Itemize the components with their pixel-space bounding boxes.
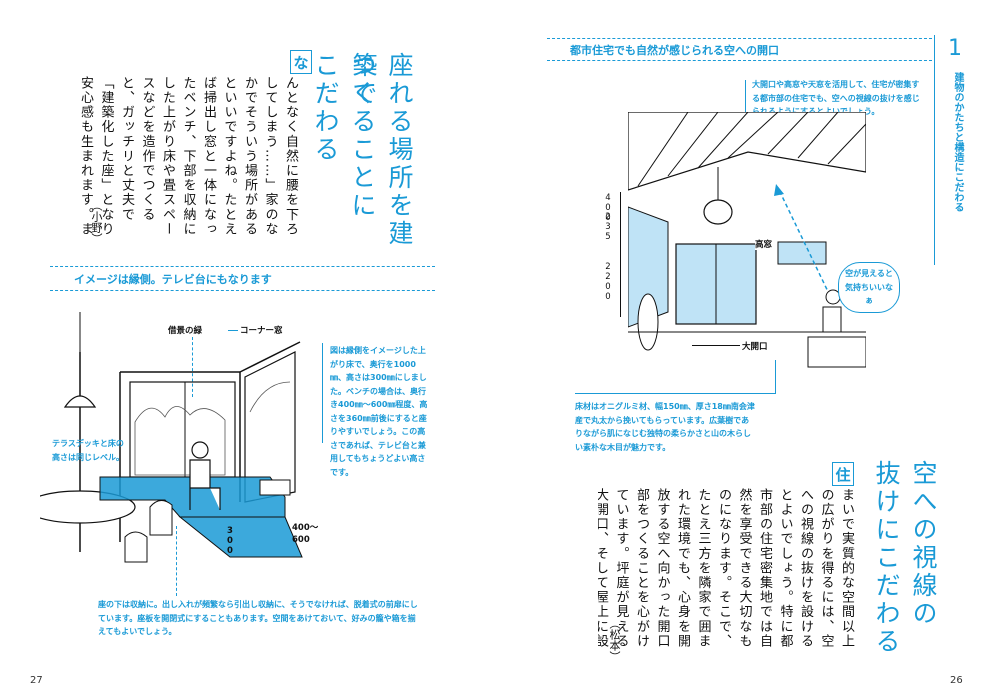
dim-height: 300 [225,526,235,556]
sky-bubble: 空が見えると気持ちいいなぁ [838,262,900,313]
left-caption-bottom: 座の下は収納に。出し入れが頻繁なら引出し収納に、そうでなければ、脱着式の前扉にし… [98,600,418,636]
engawa-illustration [40,312,303,563]
right-body-text: まいで実質的な空間以上の広がりを得るには、空への視線の抜けを設けるとよいでしょう… [598,488,854,649]
leader-corner [228,330,238,331]
right-author: （松本） [608,618,621,662]
right-section-heading: 都市住宅でも自然が感じられる空への開口 [570,44,779,57]
leader-large-opening [692,345,740,346]
chapter-number: 1 [948,36,962,61]
left-author: （小野） [90,200,103,244]
right-title-line1: 空への視線の [909,460,938,628]
right-title-line2: 抜けにこだわる [872,460,901,656]
left-section-heading: イメージは縁側。テレビ台にもなります [74,273,272,286]
leader-shakkei [192,337,194,397]
right-caption-floor: 床材はオニグルミ材、幅150㎜、厚さ18㎜南会津産で丸太から挽いてもらっています… [575,402,755,452]
left-page-number: 27 [30,675,43,686]
dim-2200: 2200 [603,262,613,302]
left-title-line3: こだわる [311,52,340,164]
label-corner-window: コーナー窓 [240,326,283,336]
label-large-opening: 大開口 [742,342,768,352]
right-lead-char: 住 [832,462,854,486]
left-section-rule-bottom [50,290,435,291]
floor-rule [575,393,775,394]
left-title-line1: 座れる場所を建築で [349,52,414,248]
floor-leader [775,360,777,394]
left-title-line2: つくることに [348,52,377,220]
caption-rule [322,343,324,443]
dim-line [620,192,622,317]
sky-opening-illustration [628,112,866,390]
chapter-title: 建物のかたちと構造にこだわる [952,72,963,212]
label-shakkei: 借景の緑 [168,326,203,336]
label-terrace: テラスデッキと床の高さは同じレベル。 [52,439,124,462]
dim-400: 400 [603,193,613,223]
dim-235: 235 [603,212,613,242]
right-section-rule [547,38,932,39]
left-section-rule [50,266,435,267]
left-body-text: んとなく自然に腰を下ろしてしまう……」家のなかでそういう場所があるといいですよね… [78,76,298,237]
left-caption-right: 図は縁側をイメージした上がり床で、奥行を1000㎜、高さは300㎜にしました。ベ… [330,346,428,477]
left-lead-char: な [290,50,312,74]
right-section-rule-bottom [547,60,932,61]
chapter-rule [934,35,936,265]
right-page-number: 26 [950,675,963,686]
leader-storage [176,526,178,596]
label-high-window: 高窓 [755,238,773,250]
dim-depth: 400〜600 [292,523,319,545]
